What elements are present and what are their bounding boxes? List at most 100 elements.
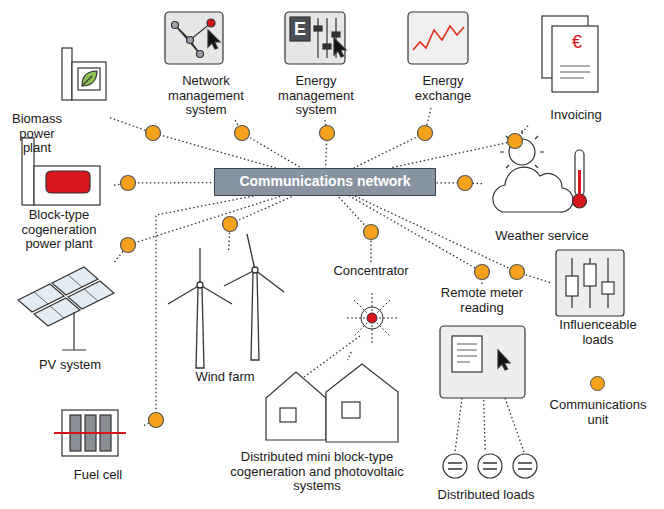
node-label: Remote meter reading — [435, 286, 529, 315]
dotted-link — [455, 398, 524, 452]
service-node: Weather service — [482, 125, 602, 247]
wind-turbines — [168, 234, 284, 368]
legend-text: Communications unit — [546, 398, 650, 427]
node-label: Wind farm — [165, 370, 285, 385]
concentrator-symbol — [347, 293, 397, 343]
cursor-symbol — [208, 30, 220, 49]
node-label: Biomass power plant — [4, 112, 70, 156]
house-window — [342, 402, 360, 418]
communications-unit — [510, 265, 525, 280]
meter-node: Remote meter reading — [435, 284, 529, 400]
node-label: Energy exchange — [398, 74, 488, 103]
load-box — [602, 282, 614, 294]
house-symbol — [266, 372, 326, 440]
communications-unit — [149, 413, 164, 428]
system-node: Network management system — [160, 8, 252, 120]
node-label: Network management system — [160, 74, 252, 118]
communications-unit — [121, 238, 136, 253]
system-node: Energy exchange — [398, 8, 488, 108]
node-label: Energy management system — [270, 74, 362, 118]
letter-tile — [290, 17, 310, 41]
load-box — [566, 276, 578, 296]
communications-unit — [418, 126, 433, 141]
plant-building — [72, 62, 106, 100]
slider-knob — [323, 44, 331, 49]
load-node: Distributed loads — [425, 450, 547, 506]
plant-node: Block-type cogeneration power plant — [4, 136, 114, 252]
node-label: Communications network — [215, 169, 435, 194]
node-label: Distributed loads — [425, 488, 547, 503]
load-box — [584, 264, 596, 286]
icon-letter: E — [290, 17, 310, 41]
network-dot — [172, 22, 179, 29]
plant-building — [34, 166, 100, 205]
price-curve — [413, 26, 464, 50]
thermometer-column — [578, 170, 581, 196]
plant-node: Biomass power plant — [4, 42, 110, 156]
leaf-frame — [78, 68, 100, 90]
dotted-connector — [114, 196, 281, 262]
pv-panels — [18, 267, 114, 326]
communications-unit — [146, 126, 161, 141]
communications-unit — [364, 225, 379, 240]
screen-icon — [408, 12, 468, 64]
network-dot — [197, 51, 204, 58]
leaf-symbol — [82, 71, 97, 86]
dotted-connector — [229, 196, 294, 250]
plant-node: Distributed mini block-type cogeneration… — [212, 360, 422, 500]
communications-unit — [458, 176, 473, 191]
screen-icon — [165, 12, 223, 64]
dotted-connector — [484, 400, 485, 450]
node-label: Fuel cell — [52, 468, 144, 483]
cursor-symbol — [498, 350, 510, 370]
node-label: Concentrator — [325, 264, 417, 279]
fuel-line — [54, 432, 126, 434]
node-label: Influenceable loads — [550, 318, 646, 347]
plant-node: Fuel cell — [52, 402, 144, 490]
document-lines — [457, 344, 477, 362]
invoice-page — [552, 26, 598, 92]
communications-unit — [508, 134, 523, 149]
cursor-symbol — [334, 38, 346, 57]
house-symbol — [326, 364, 398, 442]
communications-unit — [320, 126, 335, 141]
chimney — [62, 48, 72, 100]
invoice-lines — [560, 66, 590, 78]
house-window — [280, 408, 296, 422]
dotted-connector — [390, 126, 528, 168]
pv-pole — [62, 312, 86, 350]
engine-block — [46, 171, 90, 193]
communications-unit — [223, 217, 238, 232]
document-symbol — [452, 336, 482, 372]
dotted-connector — [110, 118, 276, 168]
plant-node: PV system — [8, 262, 132, 374]
system-node: Invoicing — [528, 12, 624, 127]
slider-knob — [332, 32, 340, 37]
slider-tracks — [318, 18, 336, 58]
plant-node: Wind farm — [165, 250, 285, 388]
icon-letter: € — [562, 30, 592, 54]
network-dot — [207, 19, 215, 27]
dotted-connector — [348, 352, 352, 360]
concentrator-node: Concentrator — [325, 262, 417, 352]
node-label: PV system — [8, 358, 132, 373]
network-box: Communications network — [214, 168, 436, 196]
legend-swatch — [590, 376, 605, 391]
communications-unit — [475, 265, 490, 280]
thermometer-bulb — [573, 194, 587, 208]
load-symbols — [443, 454, 537, 478]
thermometer — [575, 150, 584, 196]
screen-icon — [285, 12, 345, 64]
screen-icon — [440, 326, 525, 398]
communications-unit — [235, 126, 250, 141]
system-node: Energy management system — [270, 8, 362, 120]
node-label: Invoicing — [528, 108, 624, 123]
node-label: Weather service — [482, 229, 602, 244]
slider-knob — [314, 26, 322, 31]
dotted-connector — [144, 196, 253, 425]
dotted-connector — [235, 120, 301, 168]
node-label: Block-type cogeneration power plant — [4, 208, 114, 252]
network-dot — [187, 37, 194, 44]
node-label: Distributed mini block-type cogeneration… — [212, 450, 422, 494]
load-node: Influenceable loads — [550, 248, 646, 348]
